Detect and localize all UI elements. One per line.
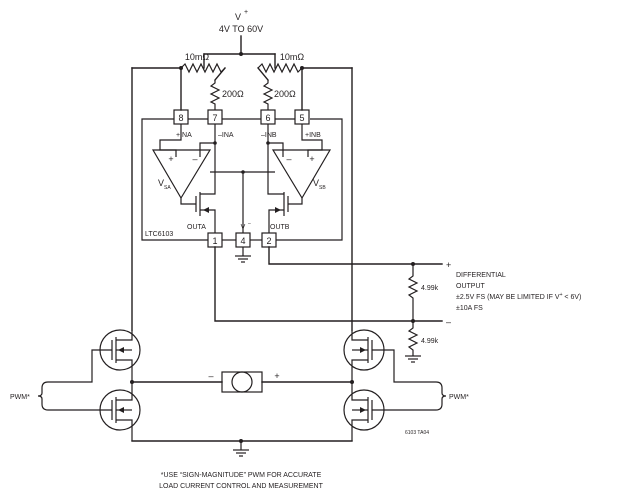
pin-4: 4 — [235, 232, 251, 248]
supply-label: V + 4V TO 60V — [219, 9, 263, 34]
gain-resistor-a-value: 200Ω — [222, 89, 244, 99]
opamp-a-plus: + — [168, 154, 173, 164]
ground-pin4 — [235, 247, 251, 263]
pin-label-pos-inb: +INB — [305, 132, 321, 139]
opamp-b-sub: SB — [319, 185, 326, 191]
hbridge-mosfet-upper-right — [343, 329, 436, 383]
figure-code: 6103 TA04 — [405, 430, 429, 436]
pin-5: 5 — [294, 109, 310, 125]
pin-label-neg-inb: –INB — [261, 132, 277, 139]
output-label-4: ±10A FS — [456, 305, 483, 312]
main-rails — [131, 66, 353, 331]
pin-6: 6 — [260, 109, 276, 125]
opamp-b: – + V SB — [271, 149, 332, 205]
internal-wiring — [159, 124, 323, 233]
output-r1-value: 4.99k — [421, 285, 439, 292]
hbridge-mosfet-upper-left — [48, 329, 141, 383]
pwm-left: PWM* — [10, 381, 49, 411]
pwm-left-label: PWM* — [10, 394, 30, 401]
opamp-b-plus: + — [309, 154, 314, 164]
chip-outline: LTC6103 — [141, 118, 343, 241]
bottom-ground — [131, 439, 353, 457]
svg-text:6: 6 — [265, 113, 270, 123]
pin-1: 1 — [207, 232, 223, 248]
pin-2: 2 — [261, 232, 277, 248]
gain-resistor-b-value: 200Ω — [274, 89, 296, 99]
vminus-label: V — [241, 224, 246, 231]
footnote-line-2: LOAD CURRENT CONTROL AND MEASUREMENT — [159, 483, 323, 490]
opamp-b-minus: – — [286, 154, 291, 164]
internal-mosfet-b — [267, 187, 289, 233]
pin-label-pos-ina: +INA — [176, 132, 192, 139]
sense-resistor-b: 10mΩ — [257, 52, 305, 74]
svg-text:8: 8 — [178, 113, 183, 123]
pin-label-neg-ina: –INA — [218, 132, 234, 139]
output-label-3-sup: + — [560, 292, 563, 298]
pin-7: 7 — [207, 109, 223, 125]
hbridge-mosfet-lower-right — [343, 382, 436, 441]
hbridge-mosfet-lower-left — [48, 382, 141, 441]
svg-text:±2.5V FS (MAY BE LIMITED IF V+: ±2.5V FS (MAY BE LIMITED IF V+ < 6V) — [456, 292, 581, 301]
supply-wires — [203, 35, 276, 69]
supply-symbol: V — [235, 12, 241, 22]
svg-text:7: 7 — [212, 113, 217, 123]
motor-load: – + — [130, 371, 354, 393]
opamp-a-minus: – — [192, 154, 197, 164]
chip-part-number: LTC6103 — [145, 231, 173, 238]
output-label-1: DIFFERENTIAL — [456, 272, 506, 279]
svg-text:2: 2 — [266, 236, 271, 246]
supply-range: 4V TO 60V — [219, 24, 263, 34]
output-network: 4.99k 4.99k + – DIFFERENTIAL OUTPUT ±2.5… — [214, 246, 581, 363]
gain-resistor-a: 200Ω — [209, 80, 244, 110]
motor-plus: + — [274, 371, 279, 381]
sense-resistor-a: 10mΩ — [180, 52, 226, 74]
gain-resistor-b: 200Ω — [262, 80, 296, 110]
svg-text:1: 1 — [212, 236, 217, 246]
opamp-b-name: V — [313, 178, 319, 188]
output-label-3: ±2.5V FS (MAY BE LIMITED IF V — [456, 294, 560, 301]
supply-superscript: + — [244, 9, 248, 16]
motor-minus: – — [208, 371, 213, 381]
output-label-b: OUTB — [270, 224, 290, 231]
opamp-a-name: V — [158, 178, 164, 188]
output-label-3-tail: < 6V) — [562, 294, 581, 301]
output-r2-value: 4.99k — [421, 338, 439, 345]
svg-text:5: 5 — [299, 113, 304, 123]
pwm-right: PWM* — [435, 381, 469, 411]
opamp-a: + – V SA — [151, 149, 212, 205]
footnote-line-1: *USE “SIGN-MAGNITUDE” PWM FOR ACCURATE — [161, 472, 322, 479]
internal-mosfet-a — [195, 187, 216, 233]
svg-text:4: 4 — [240, 236, 245, 246]
output-minus: – — [446, 317, 451, 327]
output-plus: + — [446, 260, 451, 270]
sense-resistor-a-value: 10mΩ — [185, 52, 210, 62]
output-label-2: OUTPUT — [456, 283, 486, 290]
vminus-sup: – — [248, 221, 251, 227]
output-label-a: OUTA — [187, 224, 206, 231]
sense-resistor-b-value: 10mΩ — [280, 52, 305, 62]
pin-8: 8 — [173, 109, 189, 125]
pwm-right-label: PWM* — [449, 394, 469, 401]
opamp-a-sub: SA — [164, 185, 171, 191]
